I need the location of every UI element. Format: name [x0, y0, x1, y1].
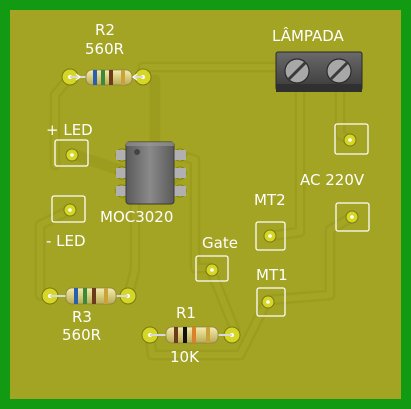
- r1-value-label: 10K: [170, 348, 200, 366]
- ac-label: AC 220V: [300, 171, 365, 189]
- mt1-label: MT1: [256, 266, 288, 284]
- resistor-r1: [150, 326, 232, 344]
- ic-label: MOC3020: [100, 208, 173, 226]
- ic-moc3020: [116, 141, 186, 205]
- r1-label: R1: [176, 304, 196, 322]
- r3-value-label: 560R: [62, 326, 101, 344]
- gate-label: Gate: [202, 234, 238, 252]
- minus-led-label: - LED: [46, 232, 86, 250]
- mt2-label: MT2: [254, 191, 286, 209]
- silk-boxes: [51, 123, 370, 317]
- terminal-block: [275, 51, 363, 92]
- r2-lead-arrows: [75, 73, 138, 81]
- plus-led-label: + LED: [46, 121, 93, 139]
- resistor-r3: [50, 287, 128, 305]
- r2-label: R2: [95, 21, 115, 39]
- lamp-label: LÂMPADA: [272, 26, 345, 45]
- r2-value-label: 560R: [85, 40, 124, 58]
- r3-label: R3: [72, 308, 92, 326]
- resistor-r2: [70, 69, 143, 86]
